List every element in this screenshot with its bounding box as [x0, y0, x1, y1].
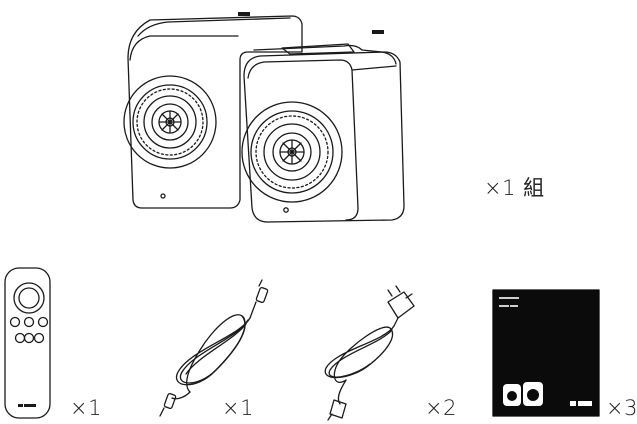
speakers-quantity-label: ×1 組: [484, 176, 545, 200]
speaker-right: [241, 30, 405, 223]
guide-quantity-label: ×3: [606, 396, 637, 420]
remote-quantity-label: ×1: [70, 396, 102, 420]
power-cord-quantity-label: ×2: [425, 396, 457, 420]
kef-logo-icon: [372, 30, 384, 34]
driver-icon: [123, 75, 217, 169]
speaker-left: [123, 12, 303, 209]
kef-logo-icon: [570, 401, 576, 406]
kef-logo-icon: [238, 12, 250, 16]
driver-icon: [241, 101, 343, 203]
quick-start-guide-illustration: [492, 289, 600, 417]
power-cord-illustration: [324, 285, 415, 421]
cable-quantity-label: ×1: [222, 396, 254, 420]
remote-control-illustration: [4, 267, 51, 419]
kef-logo-icon: [18, 404, 23, 407]
speaker-cable-illustration: [159, 279, 269, 417]
